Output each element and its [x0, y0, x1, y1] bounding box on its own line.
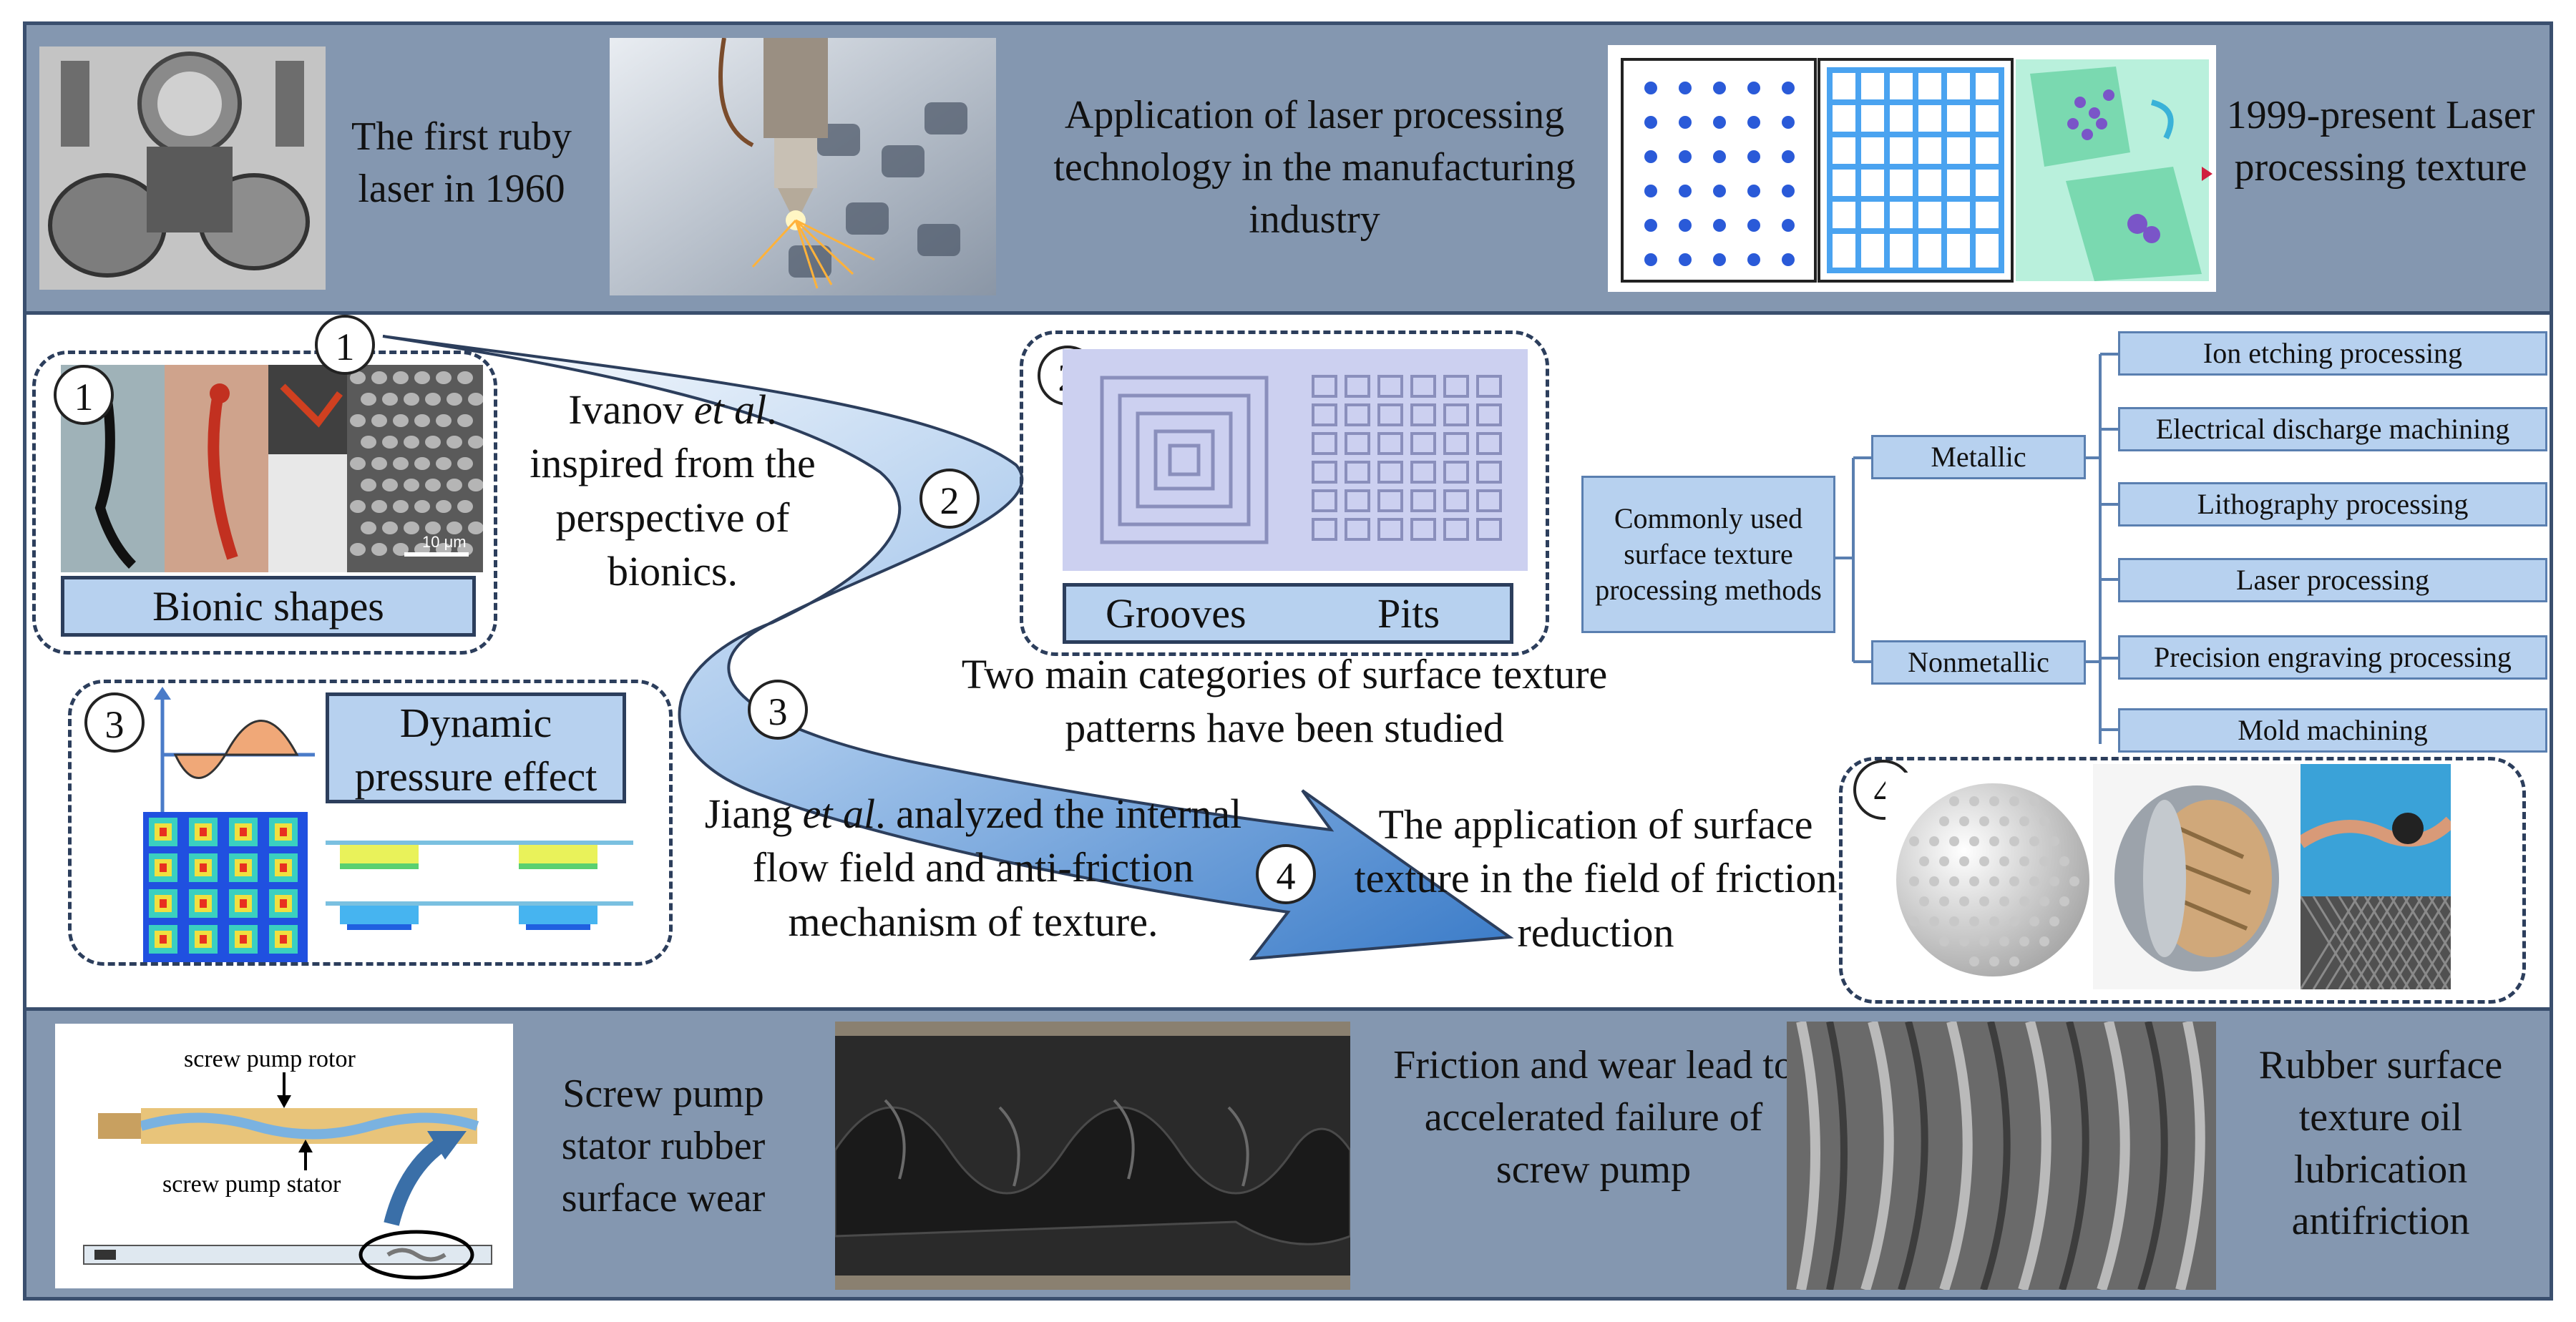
methods-root-box: Commonly used surface texture processing… [1581, 476, 1835, 633]
method-ion-etching: Ion etching processing [2118, 331, 2547, 376]
lubrication-caption: Rubber surface texture oil lubrication a… [2258, 1043, 2503, 1244]
marker-3a: 3 [84, 692, 145, 753]
bionic-group [32, 351, 497, 655]
worn-stator-photo [835, 1022, 1350, 1290]
method-precision-engraving: Precision engraving processing [2118, 635, 2547, 680]
bearing-photo [2093, 764, 2301, 989]
dynamic-pressure-label: Dynamic pressure effect [326, 692, 626, 803]
marker-3b: 3 [748, 680, 808, 740]
method-laser: Laser processing [2118, 558, 2547, 602]
rubber-texture-photo [1787, 1022, 2216, 1290]
flow-field-section [326, 833, 633, 934]
laser-texture-caption: 1999-present Laser processing texture [2226, 93, 2535, 190]
texture-patterns-group [1020, 330, 1549, 656]
method-edm: Electrical discharge machining [2118, 407, 2547, 451]
scale-bar-label: 10 μm [422, 533, 467, 551]
marker-4a: 4 [1256, 844, 1316, 904]
pressure-field-map [143, 812, 308, 962]
screw-pump-schematic: screw pump rotor screw pump stator [55, 1024, 513, 1288]
metallic-box: Metallic [1871, 435, 2086, 479]
stator-wear-caption: Screw pump stator rubber surface wear [561, 1072, 766, 1220]
ruby-laser-photo [39, 46, 326, 290]
grooves-pits-label: Grooves Pits [1063, 583, 1513, 644]
applications-group [1839, 757, 2526, 1004]
ruby-laser-caption: The first ruby laser in 1960 [351, 114, 572, 211]
ivanov-text: Ivanov et al. inspired from the perspect… [530, 386, 816, 595]
rotor-label: screw pump rotor [184, 1046, 356, 1072]
stator-label: screw pump stator [162, 1171, 341, 1198]
swimmer-photo [2301, 764, 2451, 989]
dynamic-pressure-group [68, 680, 673, 966]
laser-application-caption: Application of laser processing technolo… [1053, 93, 1576, 242]
application-text: The application of surface texture in th… [1354, 801, 1838, 956]
top-band: The first ruby laser in 1960 [23, 21, 2553, 315]
method-lithography: Lithography processing [2118, 482, 2547, 527]
grooves-pits-diagram [1063, 349, 1528, 571]
marker-2a: 2 [919, 469, 980, 529]
bionic-label: Bionic shapes [61, 576, 476, 637]
laser-cutting-photo [610, 38, 996, 295]
jiang-text: Jiang et al. analyzed the internal flow … [704, 790, 1242, 945]
laser-texture-images [1608, 45, 2216, 292]
marker-1a: 1 [315, 315, 375, 375]
grooves-label: Grooves [1106, 590, 1246, 637]
marker-1b: 1 [54, 365, 114, 425]
bottom-band: screw pump rotor screw pump stator Screw… [23, 1007, 2553, 1301]
pits-label: Pits [1377, 590, 1440, 637]
failure-caption: Friction and wear lead to accelerated fa… [1393, 1043, 1794, 1192]
bionic-photos: 10 μm [61, 365, 483, 572]
two-categories-text: Two main categories of surface texture p… [961, 651, 1608, 752]
pressure-curve-diagram [154, 687, 318, 816]
nonmetallic-box: Nonmetallic [1871, 640, 2086, 685]
method-mold-machining: Mold machining [2118, 708, 2547, 753]
golf-ball-photo [1885, 773, 2100, 987]
